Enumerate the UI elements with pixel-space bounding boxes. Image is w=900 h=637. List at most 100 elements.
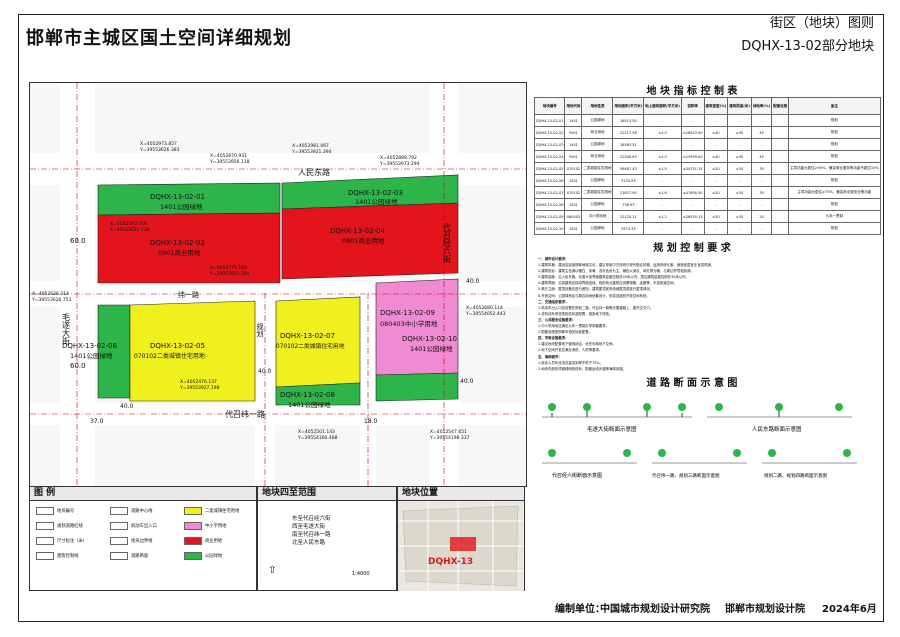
section-label-daizhao: 代召经六街断面示意图 (552, 472, 602, 479)
table-cell: 1401 (564, 114, 583, 127)
index-table-title: 地 块 指 标 控 制 表 (646, 86, 738, 97)
section-wei: 代召纬一路、规划三路断面示意图 (652, 448, 747, 479)
table-cell: - (727, 222, 752, 235)
legend-item: 道路中心线 (110, 507, 152, 515)
table-cell: - (750, 114, 773, 127)
table-cell: ≤40 (703, 126, 729, 139)
requirement-line: 1.建筑风格：建设应延续邯郸地域文化，建议采用中式传统与现代融合风格，运用传统元… (538, 263, 715, 268)
table-header: 地上建筑面积(平方米) (643, 97, 682, 115)
table-cell: DQHX-13-02-08 (533, 198, 566, 211)
requirement-line: 二、交通组织要求： (538, 299, 569, 304)
requirement-line: 5.第五立面：屋顶设备应进行遮挡，建筑屋顶宜采用坡屋顶或进行屋顶绿化。 (538, 287, 654, 292)
table-cell: ≤2.0 (643, 150, 682, 163)
location-panel[interactable]: 地块位置 DQHX-13 (397, 486, 525, 591)
right-panel: 地 块 指 标 控 制 表 地块编号 用地代码 用地性质 用地面积(平方米) 地… (532, 82, 884, 605)
table-cell: 公园绿地 (581, 114, 614, 127)
table-cell: - (680, 198, 705, 211)
coord-label: Y=39553921.394 (291, 149, 332, 155)
table-cell: ≥30 (727, 186, 752, 199)
table-cell: - (643, 138, 682, 151)
coord-label: Y=39554052.443 (465, 311, 506, 317)
table-cell (771, 126, 790, 139)
requirement-line: 一、城市设计要求： (538, 257, 569, 261)
table-cell: ≥30 (727, 126, 752, 139)
parcel-label-04: DQHX-13-02-04 (330, 227, 385, 235)
legend-swatch (36, 507, 54, 515)
page-subtitle-code: DQHX-13-02部分地块 (741, 39, 874, 54)
table-cell: - (727, 198, 752, 211)
table-header: 用地性质 (581, 97, 614, 115)
legend-item: 规划道路红线 (36, 522, 83, 530)
parcel-label-10: DQHX-13-02-10 (402, 335, 457, 343)
legend-swatch (36, 552, 54, 560)
requirement-line: 1.综合人员年径流总量控制率不低于75%。 (538, 360, 604, 365)
table-header: 备注 (788, 97, 881, 115)
parcel-use-04: 0901商业用地 (342, 236, 385, 245)
table-cell: - (727, 174, 752, 187)
table-cell: DQHX-13-02-02 (533, 126, 566, 139)
footer-org2: 邯郸市规划设计院 (725, 604, 805, 615)
table-cell: 24 (750, 210, 773, 223)
parcel-use-01: 1401公园绿地 (160, 202, 203, 211)
table-cell: - (750, 222, 773, 235)
table-cell: - (643, 174, 682, 187)
requirement-line: 2.地下空间开发应满足消防、人防等要求。 (538, 348, 603, 353)
location-map: DQHX-13 (398, 501, 524, 591)
page-subtitle: 街区（地块）图则 (769, 16, 874, 31)
table-cell: 公园绿地 (581, 222, 614, 235)
table-cell (771, 162, 790, 175)
table-header: 用地代码 (564, 97, 583, 115)
table-cell: ≤23999.00 (680, 150, 705, 163)
table-cell: 公园绿地 (581, 174, 614, 187)
scope-line: 北至人民东路 (292, 540, 326, 546)
footer-org1: 中国城市规划设计研究院 (600, 604, 710, 615)
table-cell: 商业用地 (581, 150, 614, 163)
legend-swatch (36, 537, 54, 545)
legend-swatch (184, 537, 202, 545)
requirement-line: 1.机动车出入口应设置在规划二路、代召纬一路等次要道路上，避开交叉口。 (538, 305, 654, 310)
parcel-label-08: DQHX-13-02-08 (280, 391, 335, 399)
coord-label: X=4052981.067 (292, 143, 329, 149)
table-cell: DQHX-13-02-09 (533, 210, 566, 223)
table-cell (771, 150, 790, 163)
scope-line: 东至代召经六街 (292, 516, 331, 522)
coord-label: X=4052476.137 (180, 379, 217, 385)
legend-title: 图 例 (30, 487, 256, 501)
table-cell: 22508.63 (612, 150, 645, 163)
table-cell: - (703, 114, 729, 127)
legend-item: 机动车出入口 (110, 522, 157, 530)
table-cell: - (680, 138, 705, 151)
parcel-label-09: DQHX-13-02-09 (380, 309, 435, 317)
table-cell: 中小学用地 (581, 210, 614, 223)
legend-label: 地块边界线 (131, 539, 153, 544)
table-cell: ≤30 (703, 210, 729, 223)
legend-label: 地块编号 (57, 509, 75, 514)
table-cell: ≥30 (727, 150, 752, 163)
coord-label: Y=39553927.198 (179, 385, 220, 391)
index-table: 地块编号 用地代码 用地性质 用地面积(平方米) 地上建筑面积(平方米) 容积率… (533, 97, 881, 235)
table-cell: - (643, 198, 682, 211)
requirement-line: 2.配套设施按邯郸市相关标准配置。 (538, 330, 593, 335)
requirements-text: 一、城市设计要求： 1.建筑风格：建设应延续邯郸地域文化，建议采用中式传统与现代融… (538, 256, 848, 372)
table-cell: 主导功能为居住≥70%，兼容商业服务业等功能 (788, 186, 881, 199)
table-cell: ≤40 (703, 150, 729, 163)
footer-label: 编制单位： (555, 604, 605, 615)
table-cell: 规划 (788, 150, 881, 163)
legend-label: 机动车出入口 (131, 524, 157, 529)
coord-label: X=4052889.792 (380, 155, 417, 161)
requirement-line: 三、公共服务设施要求： (538, 317, 576, 322)
plan-map[interactable]: DQHX-13-02-01 1401公园绿地 DQHX-13-02-02 090… (29, 82, 527, 487)
legend-label: 尺寸标注（米） (57, 539, 88, 544)
table-cell: 1401 (564, 222, 583, 235)
parcel-label-05: DQHX-13-02-05 (150, 342, 205, 350)
legend-label: 道路中心线 (131, 509, 153, 514)
table-cell: 规划 (788, 198, 881, 211)
table-cell: ≤20 (703, 186, 729, 199)
dim-label: 40.0 (466, 278, 480, 285)
parcel-use-10: 1401公园绿地 (410, 344, 453, 353)
table-cell: 规划 (788, 114, 881, 127)
